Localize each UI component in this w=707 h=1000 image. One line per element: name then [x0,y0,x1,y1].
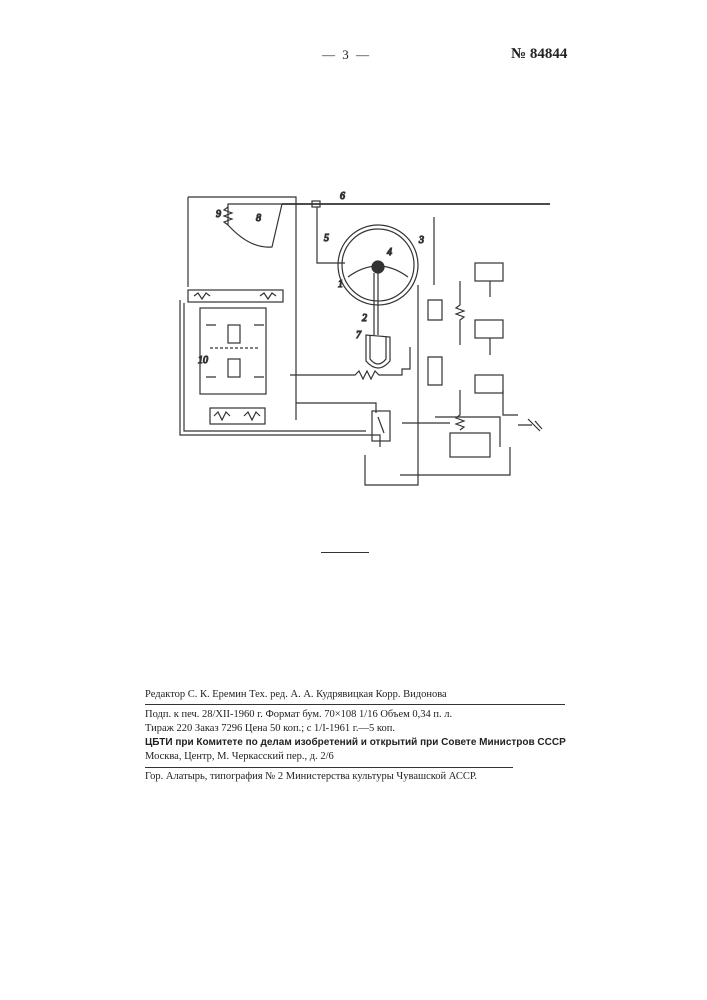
svg-text:2: 2 [362,313,367,324]
separator-rule [321,552,369,553]
imprint-block: Редактор С. К. Еремин Тех. ред. А. А. Ку… [145,688,565,784]
patent-number: № 84844 [511,46,567,63]
svg-text:5: 5 [324,233,329,244]
relay-bottom [450,433,490,457]
relay-top [475,263,503,281]
imprint-publisher: ЦБТИ при Комитете по делам изобретений и… [145,736,565,750]
imprint-circulation: Тираж 220 Заказ 7296 Цена 50 коп.; с 1/I… [145,722,565,736]
page-number: — 3 — [322,47,371,63]
circuit-diagram: 6 9 8 5 3 4 1 2 7 10 [170,185,550,495]
svg-text:10: 10 [198,355,208,366]
svg-text:4: 4 [387,247,392,258]
relay-low [475,375,503,393]
svg-text:8: 8 [256,213,261,224]
imprint-editors: Редактор С. К. Еремин Тех. ред. А. А. Ку… [145,688,565,702]
resistor [290,347,410,379]
svg-text:1: 1 [338,279,343,290]
imprint-print-info: Подп. к печ. 28/XII-1960 г. Формат бум. … [145,704,565,722]
relay-mid [475,320,503,338]
svg-text:7: 7 [356,330,362,341]
imprint-printer: Гор. Алатырь, типография № 2 Министерств… [145,767,513,784]
imprint-address: Москва, Центр, М. Черкасский пер., д. 2/… [145,750,565,764]
sector-8 [228,204,282,247]
svg-text:9: 9 [216,209,221,220]
svg-text:6: 6 [340,191,345,202]
control-block [188,290,283,302]
svg-text:3: 3 [418,235,424,246]
